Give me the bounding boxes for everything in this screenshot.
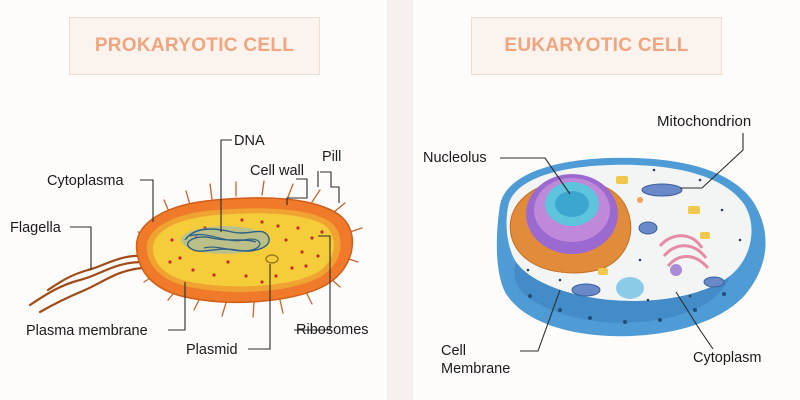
mitochondria	[571, 183, 725, 297]
eukaryotic-leader-lines	[500, 133, 744, 352]
eukaryotic-illustration	[496, 157, 766, 337]
label-cytoplasm: Cytoplasm	[693, 350, 762, 366]
prokaryotic-illustration	[28, 180, 363, 318]
prokaryotic-title: PROKARYOTIC CELL	[69, 17, 320, 75]
euk-ribosomes	[526, 168, 742, 302]
label-cell-membrane-line2: Membrane	[441, 361, 510, 377]
plasmid-shape	[265, 254, 279, 264]
eukaryotic-title: EUKARYOTIC CELL	[471, 17, 722, 75]
label-nucleolus: Nucleolus	[423, 150, 487, 166]
label-flagella: Flagella	[10, 220, 62, 236]
prokaryotic-leader-lines	[70, 139, 340, 350]
flagella-shape	[28, 254, 147, 314]
membrane-dots	[528, 292, 726, 324]
label-cell-membrane-line1: Cell	[441, 343, 466, 359]
vacuole-shape	[616, 277, 644, 299]
label-pill: Pill	[322, 149, 341, 165]
label-dna: DNA	[234, 133, 265, 149]
label-mitochondrion: Mitochondrion	[657, 113, 751, 130]
label-ribosomes: Ribosomes	[296, 322, 369, 338]
label-plasmid: Plasmid	[186, 342, 238, 358]
membrane-rim-shade	[514, 262, 730, 323]
label-cytoplasma: Cytoplasma	[47, 173, 124, 189]
ribosome-dots	[168, 218, 324, 284]
golgi-apparatus	[658, 234, 710, 270]
dna-nucleoid	[181, 226, 270, 254]
lysosomes	[598, 176, 710, 276]
label-plasma-membrane: Plasma membrane	[26, 323, 148, 339]
label-cell-wall: Cell wall	[250, 163, 304, 179]
nucleolus-core	[555, 191, 589, 217]
